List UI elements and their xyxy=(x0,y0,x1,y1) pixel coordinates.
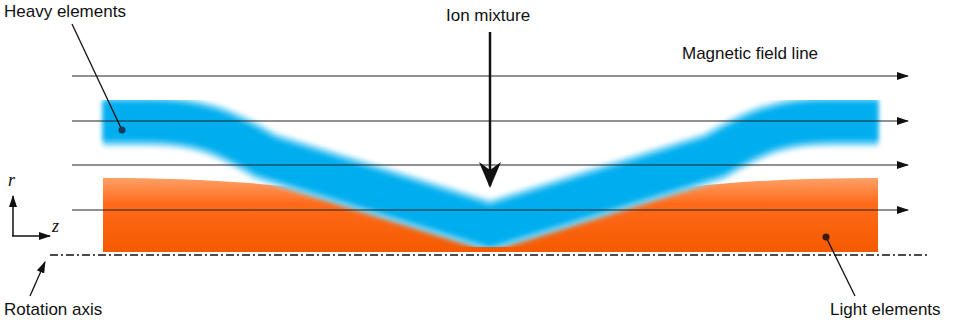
callout-label: Rotation axis xyxy=(4,300,102,320)
callout-label: Heavy elements xyxy=(4,2,126,22)
axis-label: r xyxy=(8,170,15,190)
callout-label: Light elements xyxy=(830,300,941,320)
leader-arrow xyxy=(30,262,45,296)
leader-line xyxy=(826,237,855,296)
leader-dot xyxy=(823,234,830,241)
leader-line xyxy=(72,24,121,128)
r-axis xyxy=(12,196,14,236)
z-axis xyxy=(12,235,50,237)
leader-dot xyxy=(119,127,126,134)
ion-mixture-arrow xyxy=(489,32,492,186)
callout-label: Magnetic field line xyxy=(682,44,818,64)
callout-label: Ion mixture xyxy=(446,6,530,26)
rotation-axis-line xyxy=(50,254,930,255)
axis-label: z xyxy=(52,216,59,236)
